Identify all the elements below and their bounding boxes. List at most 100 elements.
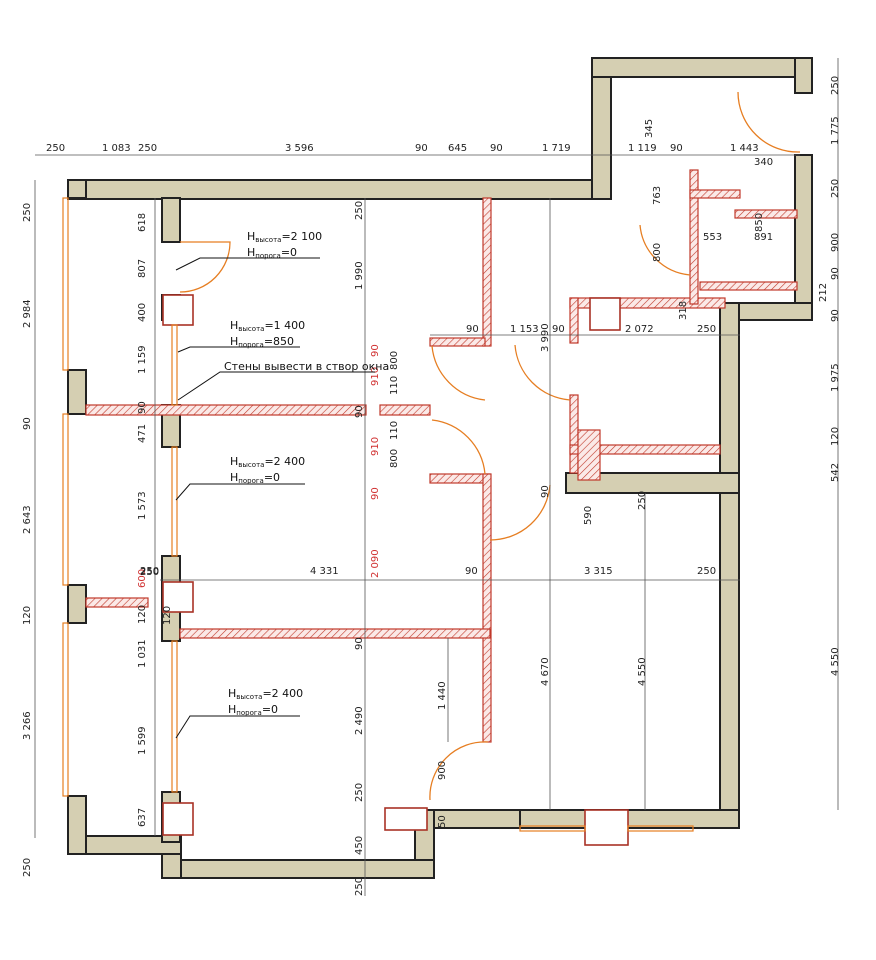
note-1-h-label: H bbox=[247, 230, 255, 243]
wall-top-right bbox=[591, 57, 813, 78]
left-dimensions: 250 2 984 90 2 643 120 3 266 250 bbox=[22, 203, 33, 877]
inner-dim-9: 120 bbox=[137, 605, 148, 624]
note-3-h-label: H bbox=[230, 455, 238, 468]
row-dimensions: 250 4 331 90 3 315 250 bbox=[140, 566, 716, 577]
note-3-p-sub: порога bbox=[238, 477, 264, 485]
window-left-inner-2 bbox=[171, 446, 178, 557]
small-dim-4550: 4 550 bbox=[637, 657, 648, 686]
note-1-h-value: =2 100 bbox=[281, 230, 322, 243]
right-dim-1: 250 bbox=[830, 76, 841, 95]
right-dim-5: 90 bbox=[830, 267, 841, 280]
small-dim-90-b: 90 bbox=[540, 485, 551, 498]
small-dim-4670: 4 670 bbox=[540, 657, 551, 686]
note-1: Hвысота=2 100 Hпорога=0 bbox=[175, 230, 322, 271]
note-2-p-label: H bbox=[230, 335, 238, 348]
wall-bottom bbox=[161, 859, 435, 879]
door-4 bbox=[514, 344, 571, 401]
dimension-lines bbox=[34, 58, 839, 896]
door-5 bbox=[489, 484, 551, 541]
note-4: Hвысота=2 400 Hпорога=0 bbox=[175, 687, 303, 739]
left-dim-2: 2 984 bbox=[22, 299, 33, 328]
wall-left-4 bbox=[67, 795, 87, 855]
small-dimensions: 763 800 318 553 850 891 3 990 590 250 90… bbox=[437, 186, 773, 828]
svg-text:Hвысота=2 400: Hвысота=2 400 bbox=[228, 687, 303, 701]
left-dim-4: 2 643 bbox=[22, 505, 33, 534]
note-4-h-value: =2 400 bbox=[262, 687, 303, 700]
door-3 bbox=[431, 419, 486, 475]
right-dim-4: 900 bbox=[830, 233, 841, 252]
wall-right-upper bbox=[794, 57, 813, 94]
partition-bath-h bbox=[689, 189, 741, 199]
center-dim-red-1: 910 bbox=[370, 367, 381, 386]
small-dim-553: 553 bbox=[703, 232, 722, 243]
small-dim-50: 50 bbox=[437, 815, 448, 828]
right-dim-10: 542 bbox=[830, 463, 841, 482]
partition-h-3 bbox=[429, 473, 491, 484]
center-dim-15: 250 bbox=[354, 877, 365, 896]
wall-left-2 bbox=[67, 369, 87, 415]
window-bottom-2 bbox=[627, 825, 694, 832]
left-dim-1: 250 bbox=[22, 203, 33, 222]
center-dim-8: 800 bbox=[389, 449, 400, 468]
row-dim-2: 4 331 bbox=[310, 566, 339, 577]
small-dim-1440: 1 440 bbox=[437, 681, 448, 710]
top-dim-11: 1 443 bbox=[730, 143, 759, 154]
note-1-h-sub: высота bbox=[255, 236, 281, 244]
small-dim-250-b: 250 bbox=[637, 491, 648, 510]
inner-dim-10: 1 031 bbox=[137, 639, 148, 668]
partition-h-4 bbox=[179, 628, 491, 639]
notes: Hвысота=2 100 Hпорога=0 Hвысота=1 400 Hп… bbox=[175, 230, 389, 739]
svg-text:Hвысота=2 100: Hвысота=2 100 bbox=[247, 230, 322, 244]
partition-h-5 bbox=[85, 597, 149, 608]
top-dim-2: 1 083 bbox=[102, 143, 131, 154]
note-1-p-sub: порога bbox=[255, 252, 281, 260]
wall-right-lower bbox=[719, 302, 740, 829]
window-left-2 bbox=[62, 413, 69, 586]
svg-text:Hвысота=2 400: Hвысота=2 400 bbox=[230, 455, 305, 469]
svg-text:Hпорога=0: Hпорога=0 bbox=[228, 703, 278, 717]
note-3-p-value: =0 bbox=[264, 471, 280, 484]
doors bbox=[179, 91, 801, 801]
note-3-h-value: =2 400 bbox=[264, 455, 305, 468]
row-dim-1: 250 bbox=[140, 566, 159, 577]
column-6 bbox=[584, 809, 629, 846]
center-dim-6: 90 bbox=[354, 405, 365, 418]
inner-dim-1: 618 bbox=[137, 213, 148, 232]
column-3 bbox=[162, 802, 194, 836]
inner-dim-11: 1 599 bbox=[137, 726, 148, 755]
partition-kitchen-v bbox=[569, 297, 579, 344]
mid-dimensions: 90 1 153 90 2 072 250 bbox=[466, 324, 716, 335]
right-dimensions: 250 1 775 250 900 90 212 90 1 975 120 54… bbox=[818, 76, 841, 676]
wall-inner-left-a bbox=[161, 197, 181, 243]
note-1-p-label: H bbox=[247, 246, 255, 259]
top-dim-upper-1: 345 bbox=[644, 119, 655, 138]
windows bbox=[62, 197, 694, 832]
note-3: Hвысота=2 400 Hпорога=0 bbox=[175, 455, 305, 501]
center-dim-1: 250 bbox=[354, 201, 365, 220]
inner-dim-2: 807 bbox=[137, 259, 148, 278]
mid-dim-2: 1 153 bbox=[510, 324, 539, 335]
center-dim-7: 110 bbox=[389, 421, 400, 440]
wall-note: Стены вывести в створ окна bbox=[177, 360, 389, 401]
center-dim-10: 2 090 bbox=[370, 549, 381, 578]
row-dim-4: 3 315 bbox=[584, 566, 613, 577]
mid-dim-5: 250 bbox=[697, 324, 716, 335]
note-3-h-sub: высота bbox=[238, 461, 264, 469]
partition-bath-h2 bbox=[734, 209, 798, 219]
partition-bath-v bbox=[689, 169, 699, 305]
center-dim-13: 250 bbox=[354, 783, 365, 802]
inner-left-dimensions: 618 807 400 1 159 90 471 1 573 600 120 1… bbox=[137, 213, 173, 827]
partition-v-1 bbox=[482, 197, 492, 347]
top-dim-9: 1 119 bbox=[628, 143, 657, 154]
center-dimensions: 250 1 990 90 800 110 90 110 800 90 2 090… bbox=[354, 201, 400, 896]
note-4-p-value: =0 bbox=[262, 703, 278, 716]
inner-dim-12: 637 bbox=[137, 808, 148, 827]
mid-dim-1: 90 bbox=[466, 324, 479, 335]
note-1-p-value: =0 bbox=[281, 246, 297, 259]
right-dim-6: 212 bbox=[818, 283, 829, 302]
note-2-p-sub: порога bbox=[238, 341, 264, 349]
partition-v-2 bbox=[482, 473, 492, 743]
wall-top-notch bbox=[591, 57, 612, 200]
right-dim-3: 250 bbox=[830, 179, 841, 198]
center-dim-11: 90 bbox=[354, 637, 365, 650]
